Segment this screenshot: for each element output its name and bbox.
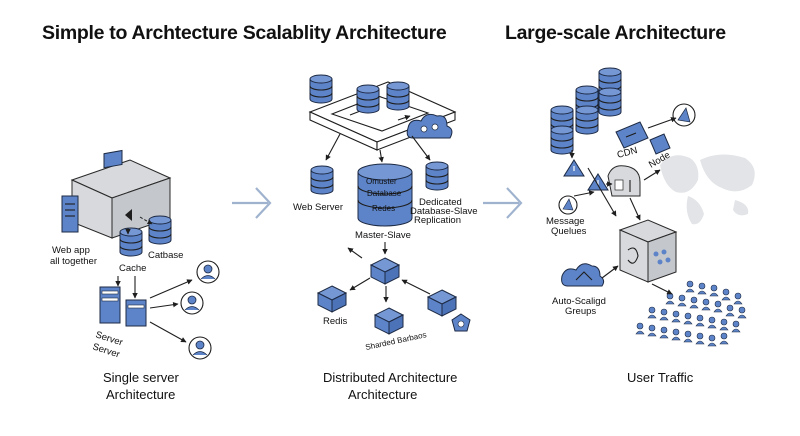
web-app-label-2: all together: [50, 256, 97, 267]
database-stack-1: [550, 105, 574, 155]
redis-cube-icon: [317, 285, 347, 313]
world-map: [660, 154, 755, 225]
user-icon-1: [196, 260, 220, 284]
alert-triangle-2: [587, 173, 609, 191]
message-label-1: Message: [546, 216, 585, 227]
web-app-box: [70, 149, 172, 239]
server-stack-icon: [99, 286, 147, 327]
catbase-label: Catbase: [148, 250, 183, 261]
cache-label: Cache: [119, 263, 146, 274]
cdn-label: CDN: [616, 145, 639, 161]
distributed-caption-1: Distributed Architecture: [323, 370, 457, 385]
database-stack-3: [598, 67, 622, 117]
catbase-database-icon: [148, 215, 172, 245]
shard-cube-icon-right: [427, 289, 457, 317]
transition-arrow-2: [483, 187, 523, 219]
master-database-icon: [357, 163, 413, 227]
database-icon-top-center: [356, 84, 380, 114]
auto-scaling-cloud-icon: [561, 263, 605, 287]
auto-label-2: Greups: [565, 306, 596, 317]
dedicated-database-icon: [425, 161, 449, 191]
database-stack-2: [575, 85, 599, 135]
cache-database-icon: [119, 227, 143, 257]
database-icon-top-right: [386, 81, 410, 111]
web-server-label: Web Server: [293, 202, 343, 213]
master-slave-label: Master-Slave: [355, 230, 411, 241]
user-icon-2: [180, 291, 204, 315]
web-app-label-1: Web app: [52, 245, 90, 256]
db-label-2: Database: [367, 189, 402, 198]
single-caption-2: Architecture: [106, 387, 175, 402]
message-queue-icon: [558, 195, 578, 215]
sharded-label: Sharded Barbaos: [365, 330, 428, 352]
title-left: Simple to Archtecture Scalablity Archite…: [42, 22, 447, 44]
single-caption-1: Single server: [103, 370, 180, 385]
single-server-section: Web app all together Catbase Cache Serve…: [50, 149, 220, 402]
dedicated-label-3: Replication: [414, 215, 461, 226]
db-label-3: Redes: [372, 204, 395, 213]
redis-label: Redis: [323, 316, 348, 327]
web-app-server-icon: [61, 195, 79, 233]
database-icon-top-left: [309, 74, 333, 104]
gateway-machine-icon: [607, 165, 641, 197]
auto-label-1: Auto-Scaligd: [552, 296, 606, 307]
message-label-2: Quelues: [551, 226, 587, 237]
cdn-device-icon: [615, 121, 649, 149]
db-label-1: Omuster: [366, 177, 397, 186]
distributed-caption-2: Architecture: [348, 387, 417, 402]
alert-triangle-1: [563, 159, 585, 177]
title-right: Large-scale Architecture: [505, 22, 726, 44]
pentagon-node-icon: [451, 313, 471, 332]
cloud-icon: [406, 113, 453, 139]
user-crowd: [635, 280, 747, 347]
cluster-cube-icon: [370, 257, 400, 285]
web-server-database-icon: [310, 165, 334, 195]
dedicated-label-2: Database-Slave: [410, 206, 478, 217]
distributed-section: Web Server Omuster Database Redes Master…: [293, 74, 478, 402]
transition-arrow-1: [232, 187, 272, 219]
dedicated-label-1: Dedicated: [419, 197, 462, 208]
large-caption: User Traffic: [627, 370, 694, 385]
user-icon-3: [188, 336, 212, 360]
compass-icon: [672, 103, 696, 127]
sharded-cube-icon: [374, 307, 404, 335]
auto-scaling-cube-icon: [618, 219, 678, 283]
large-scale-section: CDN Node Message Quelues: [546, 67, 755, 385]
node-device-icon: [649, 133, 671, 155]
